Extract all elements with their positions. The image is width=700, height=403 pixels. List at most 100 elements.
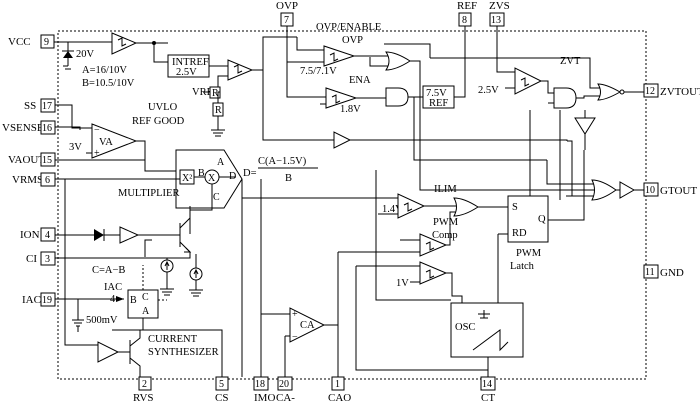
svg-text:5: 5 — [219, 379, 224, 390]
iac-subtractor — [127, 289, 159, 319]
svg-text:R: R — [215, 105, 222, 116]
svg-text:1: 1 — [335, 379, 340, 390]
svg-text:20V: 20V — [76, 49, 95, 60]
svg-text:C(A−1.5V): C(A−1.5V) — [258, 156, 307, 167]
ovp-or-gate — [385, 51, 411, 71]
svg-text:PWM: PWM — [516, 248, 542, 259]
svg-text:REF: REF — [429, 98, 448, 109]
svg-text:4: 4 — [45, 230, 50, 241]
pin-ct: 14 CT — [480, 376, 496, 403]
pin-rvs: 2 RVS — [133, 376, 154, 403]
svg-text:9: 9 — [44, 37, 49, 48]
svg-text:OSC: OSC — [455, 322, 475, 333]
svg-text:GND: GND — [660, 267, 684, 279]
pin-imo: 18 IMO — [253, 376, 275, 403]
svg-text:S: S — [512, 202, 518, 213]
pin-cao: 1 CAO — [328, 376, 351, 403]
svg-text:VSENSE: VSENSE — [2, 122, 44, 134]
svg-text:1.4V: 1.4V — [382, 204, 403, 215]
svg-text:2: 2 — [142, 379, 147, 390]
svg-text:VAOUT: VAOUT — [8, 154, 45, 166]
svg-text:C=A−B: C=A−B — [92, 265, 125, 276]
svg-text:1V: 1V — [396, 278, 409, 289]
svg-text:CA: CA — [300, 320, 315, 331]
svg-text:B: B — [198, 168, 205, 179]
pin-iac: IAC 19 — [22, 292, 56, 307]
svg-text:SYNTHESIZER: SYNTHESIZER — [148, 347, 219, 358]
svg-text:PWM: PWM — [433, 217, 459, 228]
svg-text:R: R — [212, 88, 219, 99]
oscillator — [450, 302, 524, 358]
ovp-comparator — [323, 45, 356, 67]
svg-text:13: 13 — [491, 15, 501, 26]
svg-text:D=: D= — [243, 168, 257, 179]
svg-text:+: + — [94, 148, 100, 159]
pin-ci: CI 3 — [26, 251, 56, 266]
svg-text:ION: ION — [20, 229, 40, 241]
svg-text:CI: CI — [26, 253, 37, 265]
svg-text:OVP: OVP — [342, 35, 363, 46]
zvt-comparator — [514, 67, 543, 95]
pin-zvtout: 12 ZVTOUT — [643, 83, 700, 98]
svg-text:ILIM: ILIM — [434, 184, 457, 195]
svg-text:+: + — [292, 309, 298, 320]
svg-text:17: 17 — [42, 101, 52, 112]
svg-text:16: 16 — [42, 123, 52, 134]
svg-text:CT: CT — [481, 392, 495, 403]
svg-text:ZVTOUT: ZVTOUT — [660, 86, 700, 98]
pin-cs: 5 CS — [215, 376, 229, 403]
svg-text:B=10.5/10V: B=10.5/10V — [82, 78, 135, 89]
svg-text:MULTIPLIER: MULTIPLIER — [118, 188, 179, 199]
zvt-and-gate — [553, 87, 577, 109]
svg-text:18: 18 — [255, 379, 265, 390]
svg-text:6: 6 — [45, 175, 50, 186]
ena-comparator — [325, 87, 358, 109]
svg-text:REF: REF — [457, 0, 477, 12]
svg-text:C: C — [142, 292, 149, 303]
ilim-comparator — [397, 193, 426, 219]
svg-text:X: X — [208, 173, 216, 184]
pwm-latch — [507, 195, 549, 243]
voltage-amplifier — [91, 123, 138, 159]
svg-text:C: C — [213, 192, 220, 203]
svg-text:3V: 3V — [69, 142, 82, 153]
ion-buffer — [119, 226, 140, 244]
svg-text:CS: CS — [215, 392, 228, 403]
svg-text:Q: Q — [538, 214, 546, 225]
svg-text:OVP/ENABLE: OVP/ENABLE — [316, 22, 381, 33]
svg-text:VA: VA — [99, 137, 113, 148]
pin-vsense: VSENSE 16 — [2, 120, 56, 135]
gtout-or-gate — [591, 179, 617, 201]
svg-text:OVP: OVP — [276, 0, 298, 12]
svg-text:A: A — [142, 306, 150, 317]
svg-text:GTOUT: GTOUT — [660, 185, 697, 197]
pin-vcc: VCC 9 — [8, 34, 55, 49]
pin-ss: SS 17 — [24, 98, 56, 113]
pin-ovp: OVP 7 — [276, 0, 298, 27]
svg-text:X²: X² — [182, 173, 192, 184]
refgood-buffer — [333, 131, 352, 149]
synth-buffer — [97, 341, 120, 363]
svg-text:7.5/7.1V: 7.5/7.1V — [300, 66, 337, 77]
svg-text:8: 8 — [462, 15, 467, 26]
pwm-comparator — [419, 233, 448, 257]
svg-text:B: B — [130, 295, 137, 306]
svg-text:15: 15 — [42, 155, 52, 166]
svg-text:RD: RD — [512, 228, 527, 239]
svg-text:CAO: CAO — [328, 392, 351, 403]
multiplier-block: X² X A B C D — [175, 149, 243, 209]
v1-comparator — [419, 261, 448, 285]
pin-vrms: VRMS 6 — [12, 172, 56, 187]
svg-text:−: − — [94, 125, 100, 136]
svg-text:IAC: IAC — [104, 282, 122, 293]
pin-ca-minus: 20 CA- — [276, 376, 295, 403]
svg-text:14: 14 — [482, 379, 492, 390]
svg-text:ENA: ENA — [349, 75, 371, 86]
svg-text:10: 10 — [645, 185, 655, 196]
svg-text:CURRENT: CURRENT — [148, 334, 198, 345]
svg-text:REF GOOD: REF GOOD — [132, 116, 185, 127]
svg-text:7: 7 — [284, 15, 289, 26]
svg-text:20: 20 — [279, 379, 289, 390]
ref-good-comparator — [227, 59, 254, 81]
